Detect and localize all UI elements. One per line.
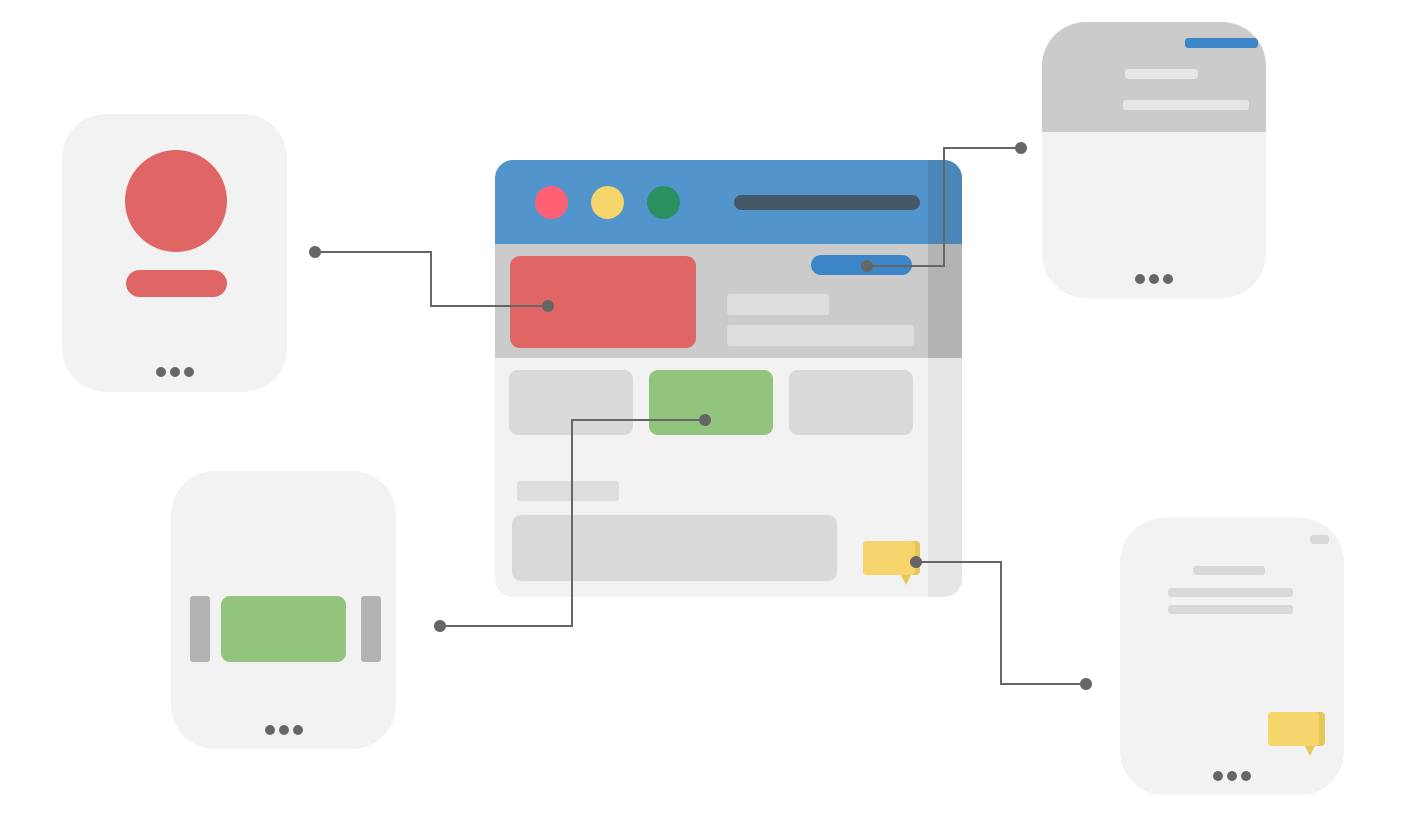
profile-card[interactable]	[62, 114, 287, 392]
more-dots-icon[interactable]	[62, 367, 287, 379]
content-block[interactable]	[512, 515, 837, 581]
close-dot[interactable]	[535, 186, 568, 219]
header-text-line-1	[727, 294, 829, 315]
hero-red-block[interactable]	[510, 256, 696, 348]
connector-carousel	[440, 419, 705, 627]
tile-green[interactable]	[649, 370, 773, 435]
chat-bubble-icon[interactable]	[1268, 712, 1325, 756]
connector-dot	[910, 556, 922, 568]
header-banner-card[interactable]	[1042, 22, 1266, 298]
section-label	[517, 481, 619, 501]
tile-right[interactable]	[789, 370, 913, 435]
chat-text-line-2	[1168, 588, 1293, 597]
banner-text-line-1	[1125, 69, 1198, 79]
more-dots-icon[interactable]	[1042, 274, 1266, 286]
connector-dot	[1080, 678, 1092, 690]
chat-card[interactable]	[1120, 518, 1344, 795]
minimize-dot[interactable]	[591, 186, 624, 219]
chat-text-line-1	[1193, 566, 1265, 575]
connector-header-banner	[867, 147, 1021, 267]
carousel-next-handle[interactable]	[361, 596, 381, 662]
maximize-dot[interactable]	[647, 186, 680, 219]
more-dots-icon[interactable]	[1120, 771, 1344, 783]
connector-chat	[916, 561, 1086, 685]
connector-dot	[434, 620, 446, 632]
connector-profile	[315, 251, 548, 307]
more-dots-icon[interactable]	[171, 725, 396, 737]
connector-dot	[699, 414, 711, 426]
name-bar-icon	[126, 270, 227, 297]
carousel-slide-icon[interactable]	[221, 596, 346, 662]
carousel-card[interactable]	[171, 471, 396, 749]
connector-dot	[542, 300, 554, 312]
header-text-line-2	[727, 325, 914, 346]
close-tab-icon[interactable]	[1310, 535, 1329, 544]
connector-dot	[861, 260, 873, 272]
carousel-prev-handle[interactable]	[190, 596, 210, 662]
avatar-circle-icon	[125, 150, 227, 252]
chat-text-line-3	[1168, 605, 1293, 614]
banner-text-line-2	[1123, 100, 1249, 110]
connector-dot	[309, 246, 321, 258]
chat-bubble-icon[interactable]	[863, 541, 920, 585]
connector-dot	[1015, 142, 1027, 154]
blue-button-icon[interactable]	[1185, 38, 1258, 48]
address-bar[interactable]	[734, 195, 920, 210]
